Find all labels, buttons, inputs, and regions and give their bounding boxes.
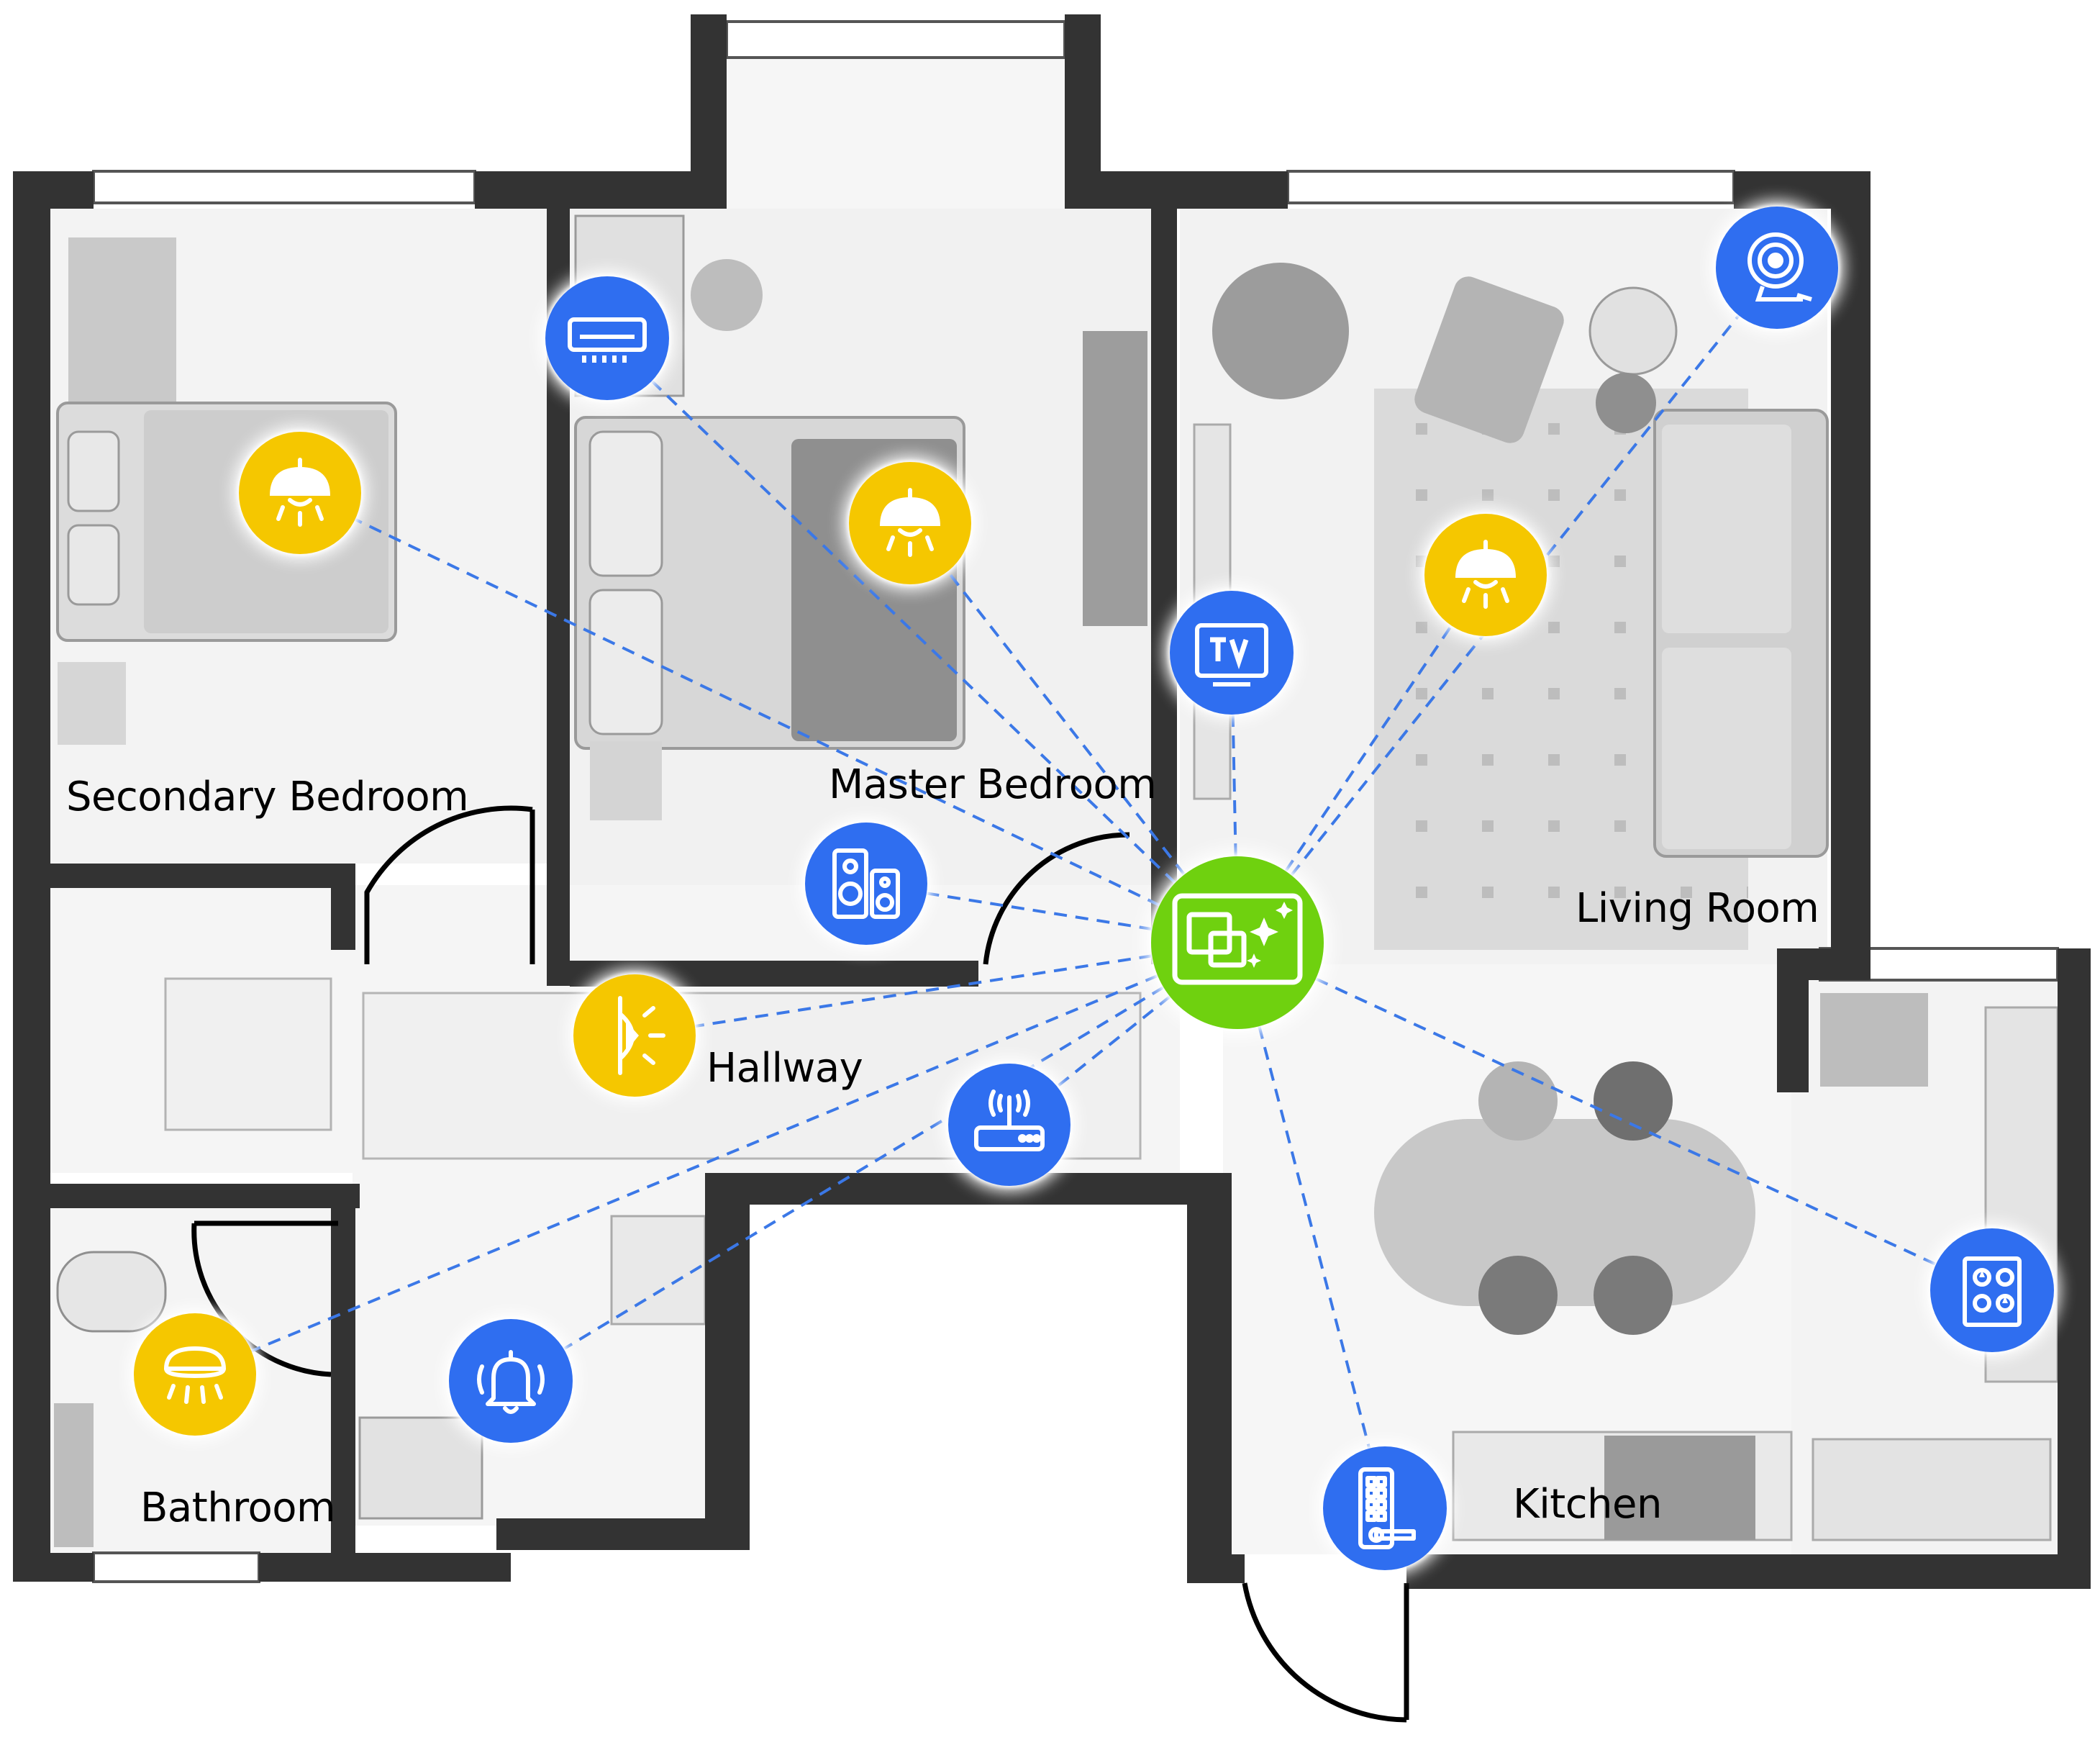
door-swing	[983, 832, 1130, 965]
wall	[475, 171, 727, 209]
sink	[1820, 993, 1928, 1087]
wall	[2058, 948, 2091, 1589]
ceiling-lamp-icon[interactable]	[134, 1313, 256, 1436]
stool	[1596, 373, 1656, 433]
tv-icon[interactable]	[1170, 591, 1294, 715]
link-line-door-lock	[1236, 942, 1386, 1509]
wall-light-icon[interactable]	[573, 974, 696, 1097]
wall	[1831, 171, 1871, 952]
room-label-bathroom: Bathroom	[140, 1485, 336, 1531]
link-line-speaker	[865, 882, 1238, 944]
pillow	[588, 430, 663, 577]
wall	[705, 1173, 1223, 1205]
dining-chair	[1594, 1256, 1673, 1335]
gas-stove-icon[interactable]	[1930, 1228, 2054, 1352]
bench	[1083, 331, 1147, 626]
link-line-light-master	[909, 522, 1239, 944]
wall	[13, 171, 50, 1582]
wall	[691, 14, 727, 209]
window	[1286, 170, 1735, 204]
oven	[1604, 1436, 1755, 1540]
wardrobe	[68, 237, 176, 403]
wall	[496, 1518, 750, 1550]
speaker-icon[interactable]	[805, 823, 927, 945]
window	[725, 20, 1066, 59]
door-swing	[364, 805, 533, 964]
wall	[705, 1173, 750, 1547]
plant	[1212, 263, 1349, 399]
pillow	[67, 524, 120, 606]
ceiling-light-icon[interactable]	[849, 462, 971, 584]
wall	[331, 1184, 355, 1562]
armchair	[1414, 276, 1564, 443]
room-label-kitchen: Kitchen	[1513, 1481, 1662, 1528]
window	[92, 1551, 260, 1583]
door-swing	[1242, 1582, 1407, 1723]
desk-chair	[691, 259, 763, 331]
balcony-floor	[727, 58, 1065, 209]
wall	[1187, 1173, 1232, 1583]
dining-chair	[1478, 1256, 1558, 1335]
washer	[358, 1416, 483, 1520]
room-label-hallway: Hallway	[706, 1045, 863, 1092]
wall	[1187, 1554, 1245, 1583]
room-label-living-room: Living Room	[1576, 885, 1819, 932]
utility-sink	[610, 1215, 706, 1326]
dining-chair	[1594, 1061, 1673, 1141]
link-line-stove	[1237, 941, 1993, 1292]
wall	[1406, 1554, 2091, 1589]
nightstand	[58, 662, 126, 745]
link-line-ac	[606, 337, 1239, 944]
nightstand	[590, 741, 662, 820]
doors	[191, 805, 1409, 1723]
link-line-hallway-light	[634, 941, 1238, 1037]
room-label-master-bedroom: Master Bedroom	[829, 761, 1157, 808]
bath-sink	[54, 1403, 94, 1547]
hub-icon[interactable]	[1151, 856, 1324, 1029]
wall	[13, 1553, 94, 1582]
ceiling-light-icon[interactable]	[1424, 514, 1547, 636]
toilet	[56, 1251, 167, 1333]
side-table	[1588, 286, 1678, 376]
link-line-light-secondary	[299, 491, 1238, 944]
wall	[50, 1184, 360, 1208]
walls	[13, 14, 2091, 1589]
air-conditioner-icon[interactable]	[545, 276, 669, 400]
cooktop	[1812, 1438, 2052, 1541]
windows	[92, 20, 2059, 1583]
wall	[331, 864, 355, 950]
sofa-seat	[1662, 648, 1791, 849]
router-icon[interactable]	[948, 1064, 1071, 1186]
furniture	[54, 214, 2059, 1547]
ceiling-light-icon[interactable]	[239, 432, 361, 554]
wall	[1777, 948, 1809, 1092]
link-line-doorbell	[509, 941, 1239, 1382]
device-links	[194, 266, 1993, 1509]
room-label-secondary-bedroom: Secondary Bedroom	[66, 774, 469, 820]
sofa-seat	[1662, 425, 1791, 633]
wall	[259, 1553, 511, 1582]
doorbell-icon[interactable]	[449, 1319, 573, 1443]
dining-table	[1374, 1119, 1755, 1306]
window	[92, 170, 476, 204]
wall	[50, 864, 353, 888]
link-line-bathroom-light	[194, 941, 1238, 1376]
shoe-cabinet	[164, 977, 332, 1131]
security-camera-icon[interactable]	[1716, 207, 1838, 329]
wall	[1065, 171, 1288, 209]
pillow	[588, 589, 663, 735]
smart-lock-icon[interactable]	[1323, 1446, 1447, 1570]
pillow	[67, 430, 120, 512]
